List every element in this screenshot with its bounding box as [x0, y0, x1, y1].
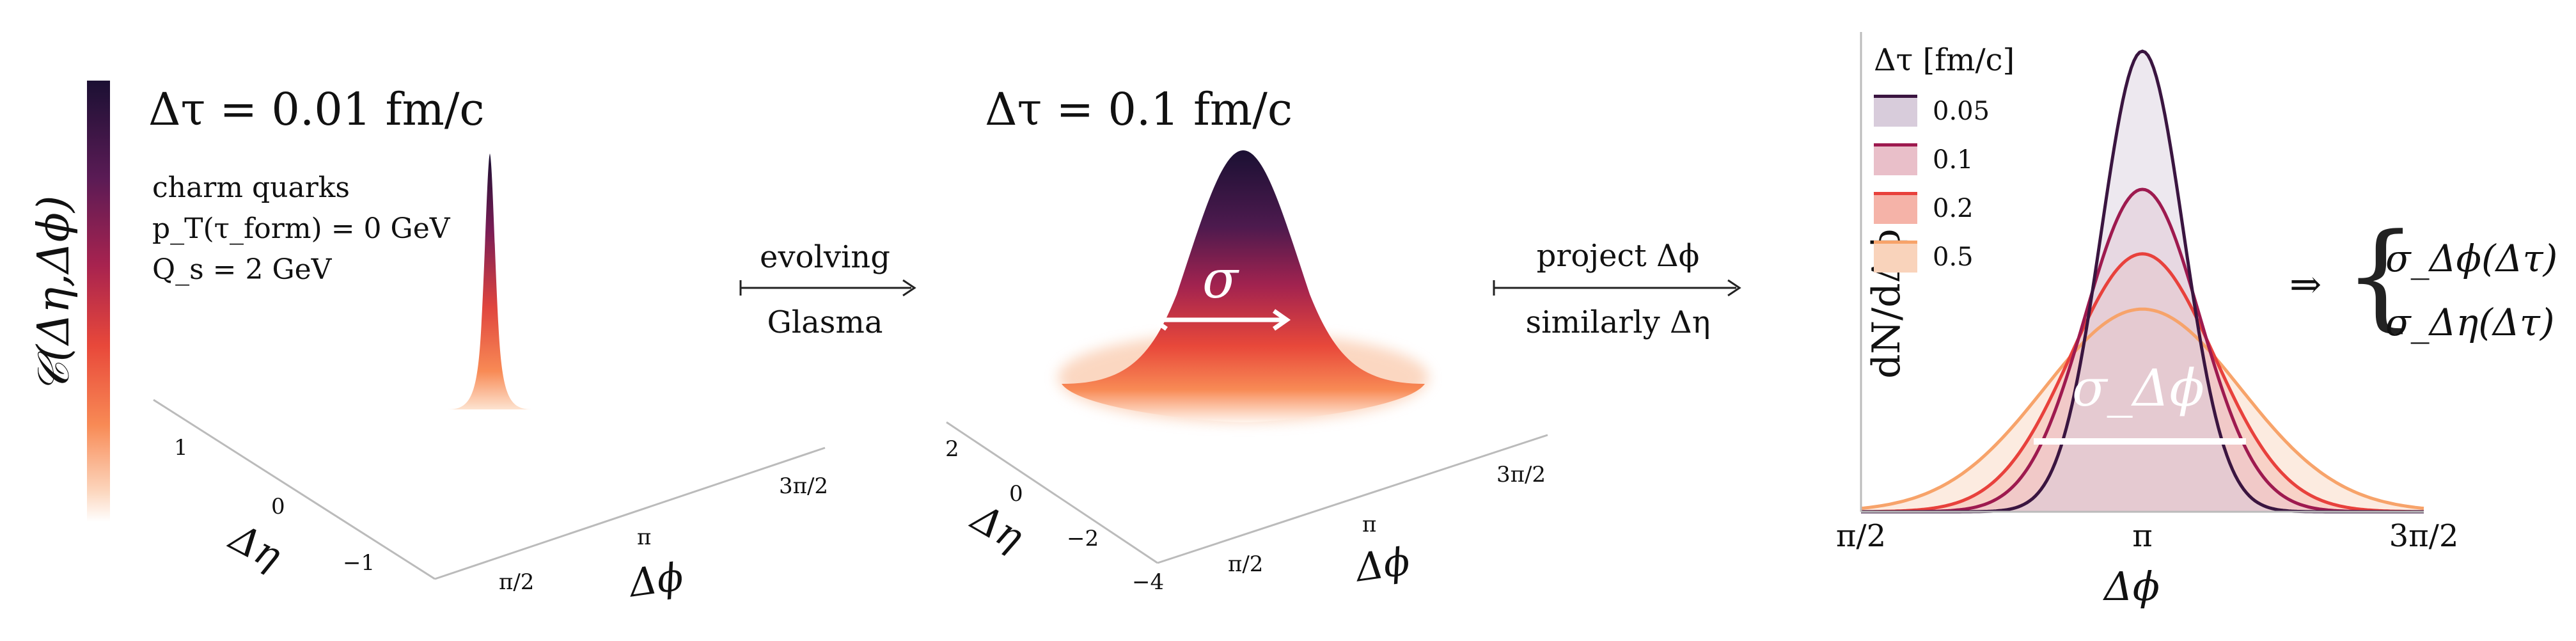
arrow2-top-label: project Δϕ: [1536, 238, 1700, 274]
legend-label: 0.2: [1933, 194, 1974, 223]
panel1-peak: [448, 154, 532, 409]
legend-swatch: [1874, 241, 1917, 273]
panel1-eta-tick: 1: [174, 435, 188, 461]
series-line-0.2: [1861, 252, 2424, 514]
arrow1-top-label: evolving: [760, 239, 890, 275]
panel2-eta-tick: −4: [1132, 569, 1165, 595]
panel1-phi-tick: π: [637, 525, 652, 550]
panel1-title: Δτ = 0.01 fm/c: [148, 83, 485, 136]
panel2-eta-tick: 2: [945, 436, 959, 462]
panel1-phi-tick: π/2: [499, 569, 535, 595]
legend-swatch: [1874, 192, 1917, 224]
panel1-eta-tick: −1: [343, 550, 375, 576]
panel1-phi-tick: 3π/2: [779, 473, 829, 499]
legend-item: 0.05: [1874, 87, 2014, 136]
info-line-pt: p_T(τ_form) = 0 GeV: [152, 212, 450, 245]
panel1-axis-phi: [434, 447, 826, 580]
panel1-axis-eta: [153, 399, 436, 580]
brace-icon: {: [2344, 209, 2417, 343]
chart-legend: Δτ [fm/c] 0.05 0.1 0.2 0.5: [1874, 42, 2014, 281]
panel1-surface-plot: [153, 154, 826, 580]
legend-item: 0.1: [1874, 136, 2014, 184]
arrow2: [1493, 279, 1741, 297]
panel2-eta-tick: 0: [1009, 481, 1023, 507]
arrow1-bottom-label: Glasma: [767, 305, 883, 340]
legend-label: 0.5: [1933, 242, 1974, 272]
legend-swatch: [1874, 95, 1917, 127]
series-line-0.5: [1860, 307, 2424, 510]
arrow1: [739, 279, 916, 297]
sigma-phi-label: σ_Δϕ: [2072, 358, 2204, 418]
panel1-phi-label: Δϕ: [626, 554, 686, 606]
x-tick-label: π/2: [1835, 518, 1887, 554]
result-sigma-eta: σ_Δη(Δτ): [2385, 301, 2555, 344]
x-tick-label: π: [2132, 518, 2153, 554]
result-sigma-phi: σ_Δϕ(Δτ): [2385, 237, 2558, 280]
panel2-phi-tick: 3π/2: [1496, 462, 1546, 487]
legend-title: Δτ [fm/c]: [1874, 42, 2015, 78]
series-fill-0.05: [1861, 51, 2424, 512]
panel1-eta-tick: 0: [271, 494, 285, 519]
panel2-phi-tick: π: [1362, 512, 1377, 537]
panel2-title: Δτ = 0.1 fm/c: [985, 83, 1293, 136]
panel2-phi-label: Δϕ: [1353, 539, 1413, 591]
info-line-qs: Q_s = 2 GeV: [152, 253, 332, 286]
legend-label: 0.1: [1933, 145, 1974, 175]
series-fill-0.1: [1861, 189, 2424, 512]
info-line-particle: charm quarks: [152, 171, 350, 204]
legend-item: 0.5: [1874, 233, 2014, 281]
x-tick-label: 3π/2: [2389, 518, 2459, 554]
panel2-axis-eta: [946, 421, 1158, 564]
legend-swatch: [1874, 143, 1917, 175]
chart-x-label: Δϕ: [2104, 563, 2160, 610]
panel2-peak: [1062, 150, 1425, 422]
panel2-phi-tick: π/2: [1228, 551, 1264, 577]
implies-symbol: ⇒: [2289, 262, 2322, 307]
panel2-eta-tick: −2: [1067, 526, 1099, 551]
legend-item: 0.2: [1874, 184, 2014, 233]
series-fill-0.2: [1861, 253, 2424, 512]
legend-label: 0.05: [1933, 97, 1990, 126]
series-fill-0.5: [1861, 309, 2424, 512]
colorbar: [87, 81, 110, 522]
projection-chart: [1860, 32, 2424, 514]
panel2-surface-plot: [946, 150, 1548, 564]
panel2-axis-phi: [1157, 434, 1548, 564]
sigma-label: σ: [1202, 249, 1238, 310]
panel1-info: charm quarks p_T(τ_form) = 0 GeV Q_s = 2…: [152, 168, 450, 290]
arrow2-bottom-label: similarly Δη: [1525, 305, 1711, 340]
